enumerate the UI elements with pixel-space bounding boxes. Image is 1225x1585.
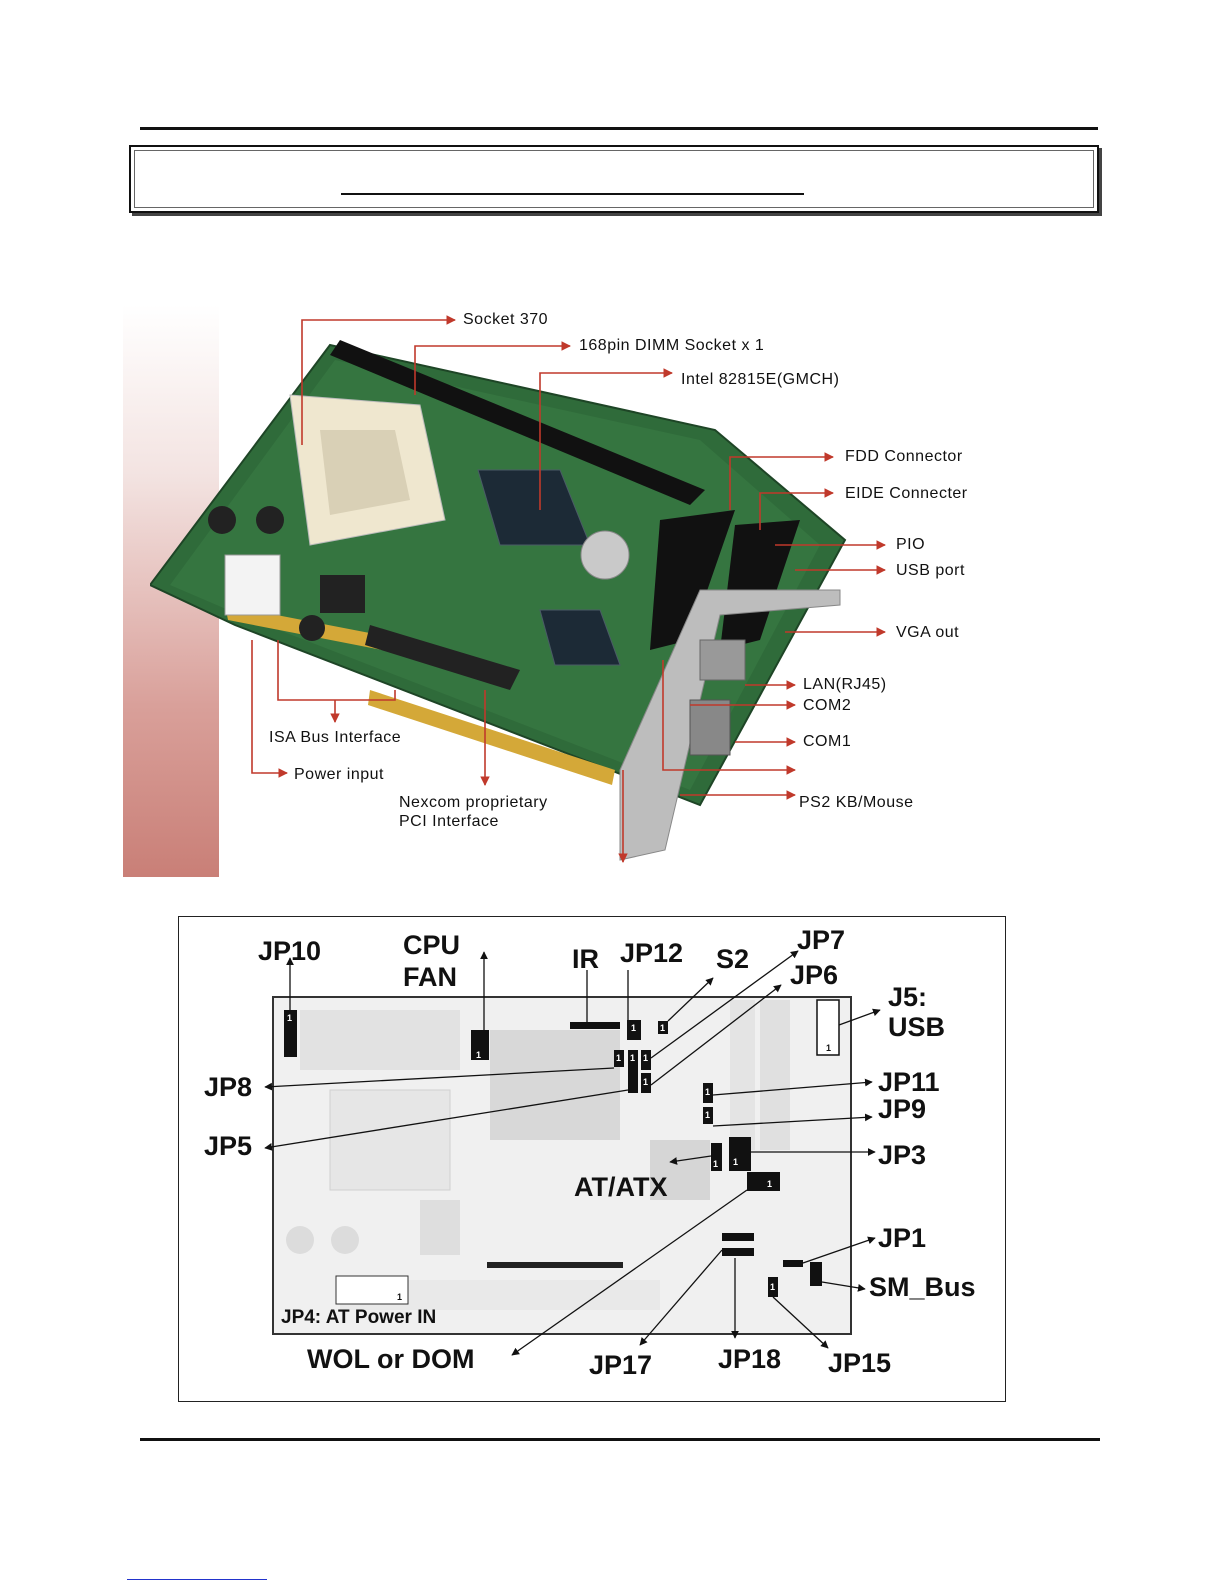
pin1-jp10: 1 bbox=[287, 1013, 292, 1023]
jumper-map-diagram: 1 1 1 1 1 1 1 1 1 1 1 1 1 1 1 1 bbox=[264, 950, 881, 1356]
label-cpu-fan-line2: FAN bbox=[403, 962, 457, 992]
label-cpu-fan-line1: CPU bbox=[403, 930, 461, 960]
board-photo bbox=[150, 315, 886, 863]
label-jp11: JP11 bbox=[878, 1067, 940, 1097]
callout-lan: LAN(RJ45) bbox=[803, 676, 887, 693]
eide-header bbox=[720, 520, 800, 650]
jp15-block bbox=[768, 1277, 778, 1297]
pin1-jp8: 1 bbox=[616, 1053, 621, 1063]
label-j5-line2: USB bbox=[888, 1012, 946, 1042]
label-sm-bus: SM_Bus bbox=[869, 1272, 976, 1302]
jp6-block bbox=[641, 1073, 651, 1093]
label-jp10: JP10 bbox=[258, 936, 322, 966]
section-title-underline bbox=[341, 193, 804, 195]
sm-bus-block bbox=[810, 1262, 822, 1286]
header-rule bbox=[140, 127, 1098, 130]
jp5-block bbox=[628, 1050, 638, 1093]
callout-dimm: 168pin DIMM Socket x 1 bbox=[579, 337, 765, 354]
section-title-box bbox=[129, 145, 1099, 213]
jp4-block bbox=[335, 1275, 409, 1305]
label-jp8: JP8 bbox=[204, 1072, 253, 1102]
jp8-block bbox=[614, 1050, 624, 1067]
fdd-header bbox=[650, 510, 735, 650]
label-jp17: JP17 bbox=[589, 1350, 653, 1380]
label-ir: IR bbox=[572, 944, 599, 974]
label-jp18: JP18 bbox=[718, 1344, 782, 1374]
label-jp9: JP9 bbox=[878, 1094, 927, 1124]
jp12-block bbox=[627, 1020, 641, 1040]
cpu-fan-block bbox=[471, 1030, 489, 1060]
pin1-jp3: 1 bbox=[733, 1157, 738, 1167]
jp1-block bbox=[783, 1260, 803, 1267]
jp9-block bbox=[703, 1107, 713, 1124]
pin1-s2: 1 bbox=[660, 1023, 665, 1033]
callout-socket370: Socket 370 bbox=[463, 311, 549, 328]
label-at-atx: AT/ATX bbox=[574, 1172, 668, 1202]
jp11-block bbox=[703, 1083, 713, 1103]
callout-com1: COM1 bbox=[803, 733, 852, 750]
jp18-block bbox=[722, 1248, 754, 1256]
callout-pci-line2: PCI Interface bbox=[399, 813, 499, 830]
label-j5-line1: J5: bbox=[888, 982, 928, 1012]
pci-slot-map bbox=[487, 1262, 623, 1268]
power-connector bbox=[224, 554, 281, 616]
pin1-jp12: 1 bbox=[631, 1023, 636, 1033]
pci-connector bbox=[365, 625, 520, 690]
jp7-block bbox=[641, 1050, 651, 1070]
callout-com2: COM2 bbox=[803, 697, 852, 714]
label-jp7: JP7 bbox=[797, 925, 846, 955]
callout-power: Power input bbox=[294, 766, 384, 783]
ich-chip bbox=[539, 609, 621, 666]
callout-pci-line1: Nexcom proprietary bbox=[399, 794, 548, 811]
s2-block bbox=[658, 1021, 668, 1034]
dimm-slot bbox=[330, 340, 705, 505]
callout-eide: EIDE Connecter bbox=[845, 485, 968, 502]
callout-ps2: PS2 KB/Mouse bbox=[799, 794, 914, 811]
jp17-block bbox=[722, 1233, 754, 1241]
pin1-wol: 1 bbox=[767, 1179, 772, 1189]
label-wol-dom: WOL or DOM bbox=[307, 1344, 475, 1374]
pin1-cpu-fan: 1 bbox=[476, 1050, 481, 1060]
pin1-jp7: 1 bbox=[643, 1053, 648, 1063]
pin1-jp6: 1 bbox=[643, 1077, 648, 1087]
pin1-j5: 1 bbox=[826, 1043, 831, 1053]
callout-vga: VGA out bbox=[896, 624, 960, 641]
ir-block bbox=[570, 1022, 620, 1029]
j5-usb-block bbox=[816, 999, 840, 1056]
battery bbox=[580, 530, 630, 580]
callout-isa: ISA Bus Interface bbox=[269, 729, 402, 746]
label-jp3: JP3 bbox=[878, 1140, 927, 1170]
pin1-jp5: 1 bbox=[630, 1053, 635, 1063]
jp10-block bbox=[284, 1010, 297, 1057]
callout-usb: USB port bbox=[896, 562, 965, 579]
footer-link-underline[interactable] bbox=[127, 1579, 267, 1580]
jp3-block bbox=[729, 1137, 751, 1171]
callout-gmch: Intel 82815E(GMCH) bbox=[681, 371, 840, 388]
pin1-jp15: 1 bbox=[770, 1282, 775, 1292]
callout-fdd: FDD Connector bbox=[845, 448, 963, 465]
label-jp4: JP4: AT Power IN bbox=[281, 1307, 437, 1328]
label-jp12: JP12 bbox=[620, 938, 684, 968]
pin1-jp4: 1 bbox=[397, 1292, 402, 1302]
footer-rule bbox=[140, 1438, 1100, 1441]
at-atx-block bbox=[711, 1143, 722, 1171]
callout-pio: PIO bbox=[896, 536, 926, 553]
label-jp6: JP6 bbox=[790, 960, 839, 990]
label-jp5: JP5 bbox=[204, 1131, 253, 1161]
pin1-at-atx: 1 bbox=[713, 1159, 718, 1169]
wol-block bbox=[747, 1172, 780, 1191]
label-jp15: JP15 bbox=[828, 1348, 892, 1378]
pin1-jp9: 1 bbox=[705, 1110, 710, 1120]
pin1-jp11: 1 bbox=[705, 1087, 710, 1097]
label-jp1: JP1 bbox=[878, 1223, 927, 1253]
label-s2: S2 bbox=[716, 944, 750, 974]
